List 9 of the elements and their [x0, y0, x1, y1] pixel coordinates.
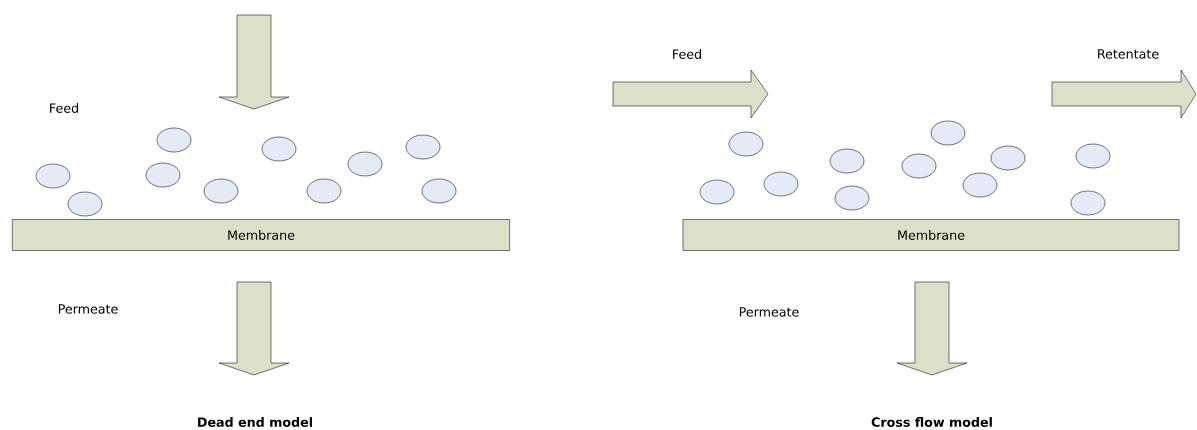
panel-title: Dead end model: [198, 417, 312, 427]
membrane-bar: Membrane: [12, 219, 510, 251]
flow-label: Feed: [673, 49, 701, 59]
flow-label: Feed: [50, 103, 78, 113]
flow-label: Permeate: [58, 304, 118, 314]
flow-label: Retentate: [1098, 49, 1159, 59]
membrane-bar: Membrane: [682, 219, 1180, 251]
flow-label: Permeate: [739, 307, 799, 317]
panel-title: Cross flow model: [871, 417, 992, 427]
